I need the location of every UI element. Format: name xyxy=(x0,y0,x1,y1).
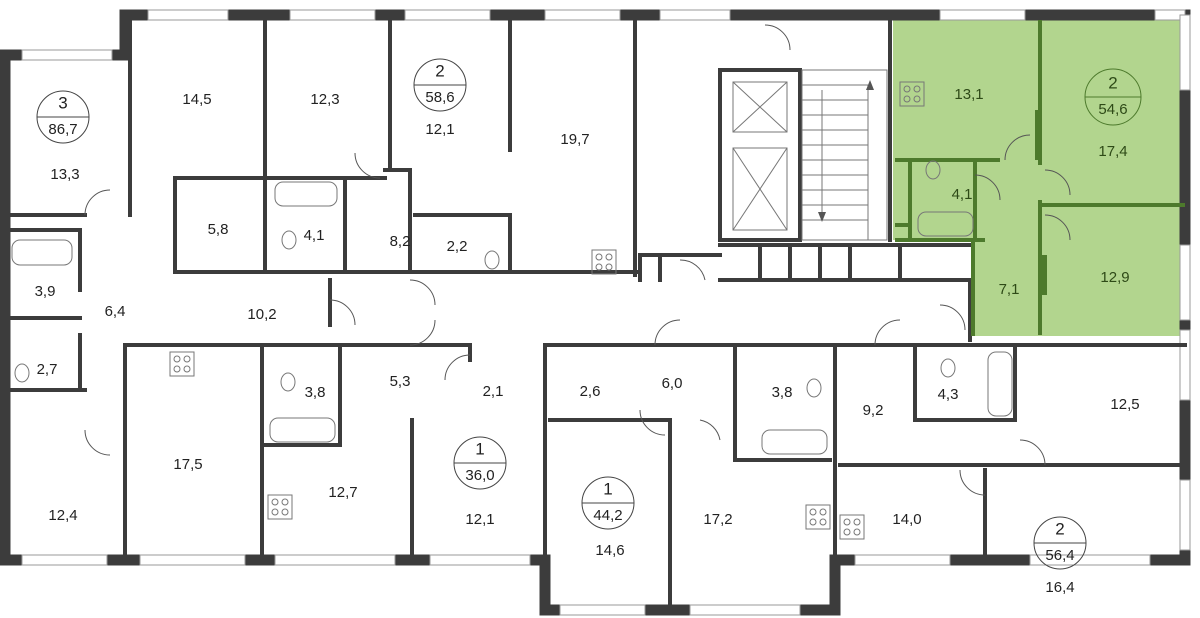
apartment-area: 56,4 xyxy=(1045,547,1074,564)
interior-walls xyxy=(3,13,1187,612)
stove-icon xyxy=(839,514,865,540)
bathtub-icon xyxy=(269,417,336,443)
toilet-icon xyxy=(14,160,956,398)
apartment-area: 36,0 xyxy=(465,467,494,484)
apartment-rooms: 1 xyxy=(475,439,484,458)
room-area: 2,1 xyxy=(483,383,504,400)
room-area: 12,3 xyxy=(310,91,339,108)
room-area: 17,2 xyxy=(703,511,732,528)
apartment-area: 54,6 xyxy=(1098,101,1127,118)
room-area: 14,0 xyxy=(892,511,921,528)
room-area: 12,9 xyxy=(1100,269,1129,286)
room-area: 2,7 xyxy=(37,361,58,378)
room-area: 5,8 xyxy=(208,221,229,238)
room-area: 6,4 xyxy=(105,303,126,320)
apartment-badge[interactable]: 3 86,7 xyxy=(36,90,90,144)
bathtub-icon xyxy=(917,211,974,237)
room-area: 13,3 xyxy=(50,166,79,183)
room-area: 9,2 xyxy=(863,402,884,419)
room-area: 14,6 xyxy=(595,542,624,559)
room-area: 8,2 xyxy=(390,233,411,250)
stove-icon xyxy=(169,351,195,377)
apartment-rooms: 2 xyxy=(1055,519,1064,538)
room-labels: 14,5 12,3 12,1 19,7 13,3 5,8 4,1 8,2 2,2… xyxy=(35,86,1140,596)
room-area: 12,4 xyxy=(48,507,77,524)
room-area: 4,3 xyxy=(938,386,959,403)
room-area: 10,2 xyxy=(247,306,276,323)
room-area: 17,5 xyxy=(173,456,202,473)
room-area: 17,4 xyxy=(1098,143,1127,160)
room-area: 6,0 xyxy=(662,375,683,392)
windows xyxy=(21,9,1191,616)
apartment-area: 58,6 xyxy=(425,89,454,106)
apartment-rooms: 1 xyxy=(603,479,612,498)
apartment-area: 86,7 xyxy=(48,121,77,138)
stove-icon xyxy=(899,81,925,107)
stove-icon xyxy=(591,249,617,275)
stairs-icon xyxy=(801,69,888,241)
room-area: 12,7 xyxy=(328,484,357,501)
apartment-rooms: 2 xyxy=(435,61,444,80)
apartment-badge[interactable]: 1 36,0 xyxy=(453,436,507,490)
stove-icon xyxy=(805,504,831,530)
room-area: 4,1 xyxy=(304,227,325,244)
bathtub-icon xyxy=(987,351,1013,417)
room-area: 2,6 xyxy=(580,383,601,400)
apartment-badge-highlighted[interactable]: 2 54,6 xyxy=(1084,68,1142,126)
room-area: 5,3 xyxy=(390,373,411,390)
room-area: 3,8 xyxy=(772,384,793,401)
room-area: 12,5 xyxy=(1110,396,1139,413)
bathtub-icon xyxy=(274,181,338,207)
room-area: 7,1 xyxy=(999,281,1020,298)
room-area: 12,1 xyxy=(425,121,454,138)
stove-icon xyxy=(267,494,293,520)
room-area: 3,8 xyxy=(305,384,326,401)
room-area: 19,7 xyxy=(560,131,589,148)
fixtures xyxy=(11,81,1013,540)
apartment-area: 44,2 xyxy=(593,507,622,524)
room-area: 14,5 xyxy=(182,91,211,108)
highlighted-apartment-walls xyxy=(895,20,1185,336)
apartment-rooms: 2 xyxy=(1108,73,1117,92)
apartment-rooms: 3 xyxy=(58,93,67,112)
apartment-badge[interactable]: 2 56,4 xyxy=(1033,516,1087,570)
room-area: 4,1 xyxy=(952,186,973,203)
room-fills xyxy=(5,15,1190,610)
room-area: 13,1 xyxy=(954,86,983,103)
room-area: 12,1 xyxy=(465,511,494,528)
room-area: 16,4 xyxy=(1045,579,1074,596)
bathtub-icon xyxy=(11,239,73,266)
room-area: 3,9 xyxy=(35,283,56,300)
stair-elevator-core xyxy=(638,68,972,282)
apartment-badge[interactable]: 1 44,2 xyxy=(581,476,635,530)
bathtub-icon xyxy=(761,429,828,455)
apartment-badge[interactable]: 2 58,6 xyxy=(413,58,467,112)
doors xyxy=(84,24,1071,496)
room-area: 2,2 xyxy=(447,238,468,255)
